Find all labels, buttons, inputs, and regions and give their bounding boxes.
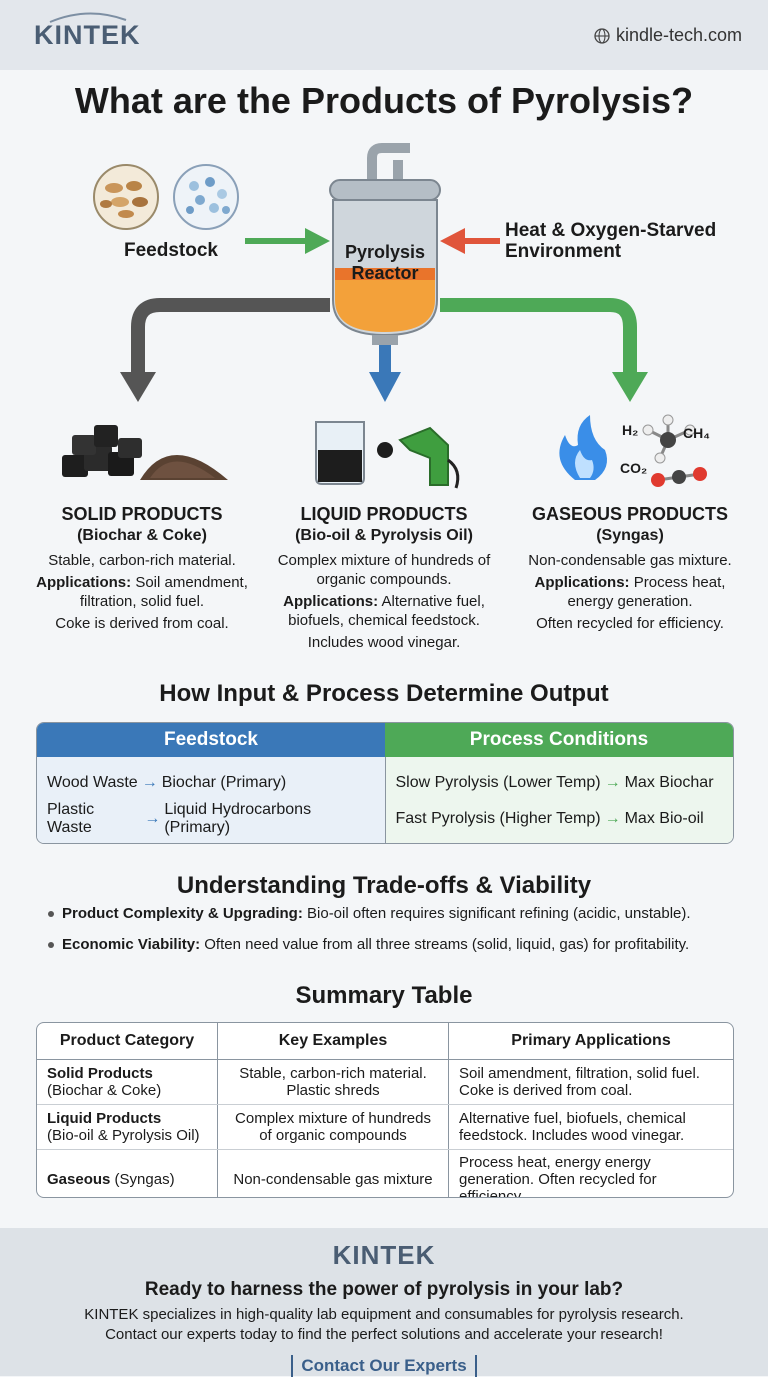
wood-chips-icon [93,164,159,230]
feedstock-column: Wood Waste→Biochar (Primary) Plastic Was… [37,757,386,843]
solid-apps-label: Applications: [36,574,132,591]
footer-headline: Ready to harness the power of pyrolysis … [144,1279,624,1300]
gas-branch-arrow [440,298,637,375]
feedstock-header: Feedstock [37,723,385,757]
gas-title: GASEOUS PRODUCTS [531,504,729,524]
ch4-label: CH₄ [683,425,710,441]
contact-experts-button[interactable]: Contact Our Experts [291,1355,477,1377]
solid-desc: Stable, carbon-rich material. [48,552,236,569]
summary-header: Product Category [37,1023,218,1060]
globe-icon [594,27,610,44]
conditions-column: Slow Pyrolysis (Lower Temp)→Max Biochar … [385,757,733,843]
site-url[interactable]: kindle-tech.com [616,25,743,45]
logo-swoosh-icon [49,12,127,23]
footer-line-2: Contact our experts today to find the pe… [105,1326,663,1343]
page-title: What are the Products of Pyrolysis? [74,80,694,121]
table-row: Liquid Products(Bio-oil & Pyrolysis Oil)… [37,1104,733,1150]
solid-sub: (Biochar & Coke) [77,527,207,544]
feedstock-label: Feedstock [124,240,218,261]
plastic-pellets-icon [173,164,239,230]
heat-label-1: Heat & Oxygen-Starved [505,220,717,241]
process-row: Wood Waste→Biochar (Primary) [47,774,287,791]
summary-header: Key Examples [217,1023,449,1060]
h2-label: H₂ [622,422,639,438]
process-row: Fast Pyrolysis (Higher Temp)→Max Bio-oil [395,810,704,827]
list-item: Product Complexity & Upgrading: Bio-oil … [48,905,748,922]
solid-apps: Soil amendment, filtration, solid fuel. [79,574,248,610]
tradeoffs-title: Understanding Trade-offs & Viability [176,872,592,899]
beaker-oil-icon [315,421,393,485]
fuel-nozzle-icon [398,426,460,489]
gas-apps-label: Applications: [534,574,630,591]
header-bar: KINTEK kindle-tech.com [0,0,768,70]
solid-branch-arrow [131,298,330,375]
heat-arrow-icon [440,228,500,254]
gaseous-products-card: GASEOUS PRODUCTS (Syngas) Non-condensabl… [510,504,750,633]
liquid-extra: Includes wood vinegar. [307,634,461,651]
summary-title: Summary Table [295,982,473,1009]
flame-icon [559,415,608,480]
reactor-label-2: Reactor [351,263,419,283]
footer-cta: KINTEK Ready to harness the power of pyr… [0,1228,768,1377]
process-section-title: How Input & Process Determine Output [159,680,609,707]
liquid-title: LIQUID PRODUCTS [300,504,468,524]
feedstock-arrow-icon [245,228,330,254]
process-table: Feedstock Process Conditions Wood Waste→… [36,722,734,844]
pyrolysis-flow-diagram [62,143,707,489]
co2-label: CO₂ [620,460,648,476]
liquid-products-card: LIQUID PRODUCTS (Bio-oil & Pyrolysis Oil… [264,504,504,652]
process-row: Slow Pyrolysis (Lower Temp)→Max Biochar [395,774,714,791]
site-link[interactable]: kindle-tech.com [594,25,742,46]
tradeoffs-list: Product Complexity & Upgrading: Bio-oil … [48,905,748,967]
gas-sub: (Syngas) [596,527,664,544]
process-conditions-header: Process Conditions [385,723,733,757]
reactor-icon [329,143,441,345]
footer-line-1: KINTEK specializes in high-quality lab e… [84,1306,684,1323]
gas-apps: Process heat, energy generation. [567,574,726,610]
summary-table: Product Category Key Examples Primary Ap… [36,1022,734,1198]
solid-extra: Coke is derived from coal. [55,615,229,632]
kintek-logo: KINTEK [34,20,141,50]
table-row: Solid Products(Biochar & Coke) Stable, c… [37,1059,733,1105]
gas-desc: Non-condensable gas mixture. [528,552,732,569]
summary-header: Primary Applications [448,1023,733,1060]
molecule-icon [642,414,707,487]
gas-extra: Often recycled for efficiency. [536,615,724,632]
footer-logo: KINTEK [332,1240,436,1270]
table-row: Gaseous (Syngas) Non-condensable gas mix… [37,1149,733,1197]
liquid-apps-label: Applications: [283,593,379,610]
solid-title: SOLID PRODUCTS [61,504,223,524]
list-item: Economic Viability: Often need value fro… [48,936,748,953]
liquid-desc: Complex mixture of hundreds of organic c… [277,552,491,588]
liquid-apps: Alternative fuel, biofuels, chemical fee… [288,593,485,629]
process-row: Plastic Waste→Liquid Hydrocarbons (Prima… [47,801,312,836]
biochar-pile-icon [62,425,228,480]
reactor-label-1: Pyrolysis [345,242,426,262]
liquid-sub: (Bio-oil & Pyrolysis Oil) [295,527,473,544]
solid-products-card: SOLID PRODUCTS (Biochar & Coke) Stable, … [22,504,262,633]
heat-label-2: Environment [505,241,622,262]
